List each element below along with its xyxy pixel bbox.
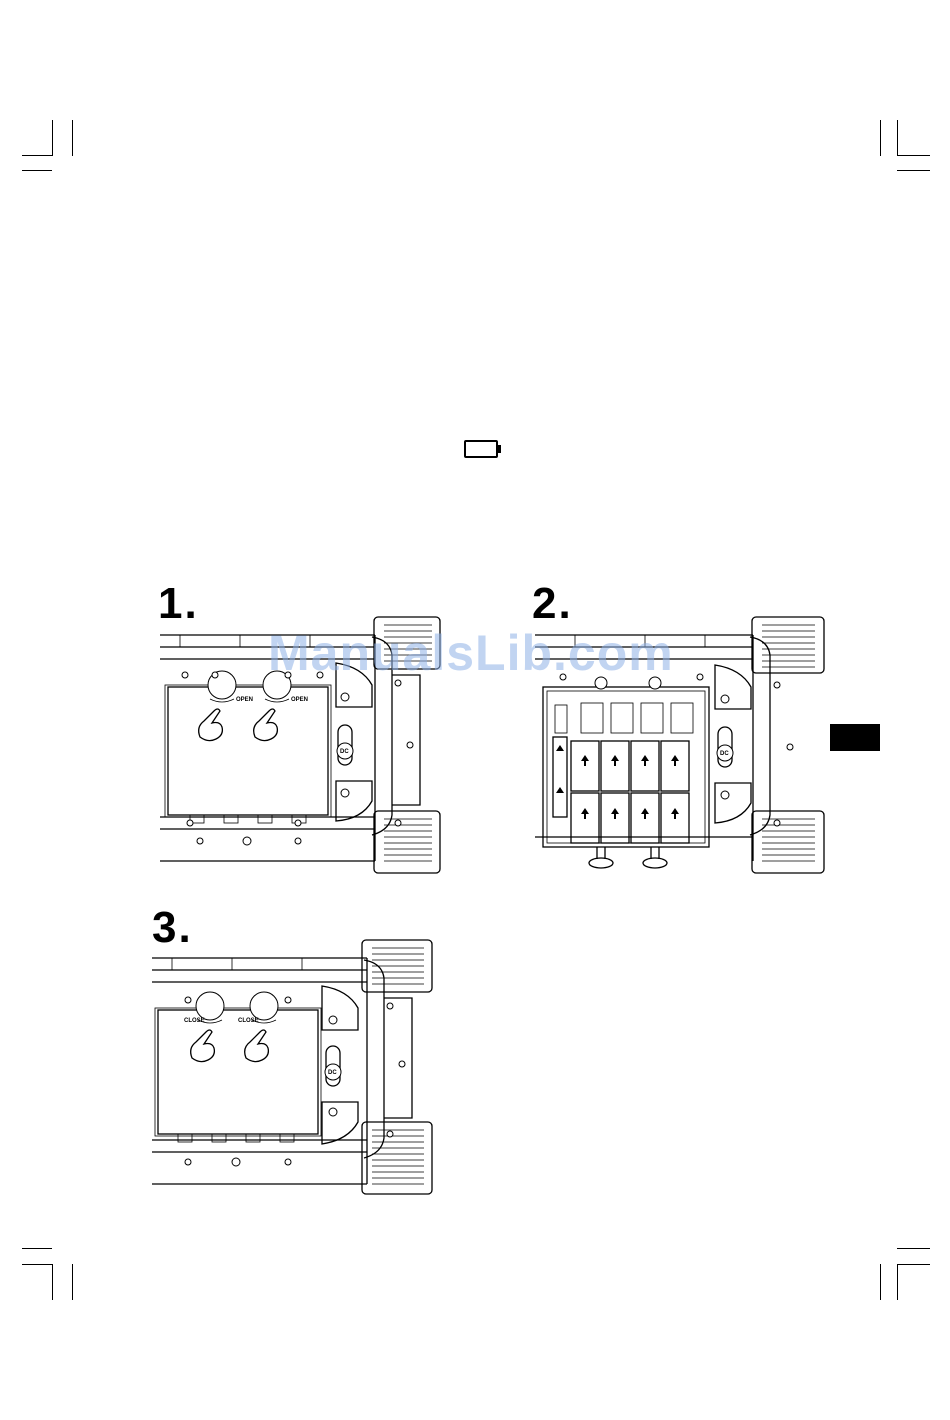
open-label-left: OPEN <box>236 697 253 703</box>
close-label-left: CLOSE <box>184 1018 205 1024</box>
watermark: ManualsLib.com <box>268 628 674 678</box>
dc-label: DC <box>340 749 349 755</box>
pointing-hand-icon <box>199 709 223 741</box>
open-label-right: OPEN <box>291 697 308 703</box>
dc-label: DC <box>328 1070 337 1076</box>
section-tab <box>830 724 880 751</box>
close-label-right: CLOSE <box>238 1018 259 1024</box>
battery-icon <box>464 440 498 458</box>
dc-label: DC <box>720 751 729 757</box>
pointing-hand-icon <box>254 709 278 741</box>
figure-3-close-cover: DC CLOSE CLOSE <box>152 938 442 1200</box>
pointing-hand-icon <box>245 1030 269 1062</box>
pointing-hand-icon <box>191 1030 215 1062</box>
